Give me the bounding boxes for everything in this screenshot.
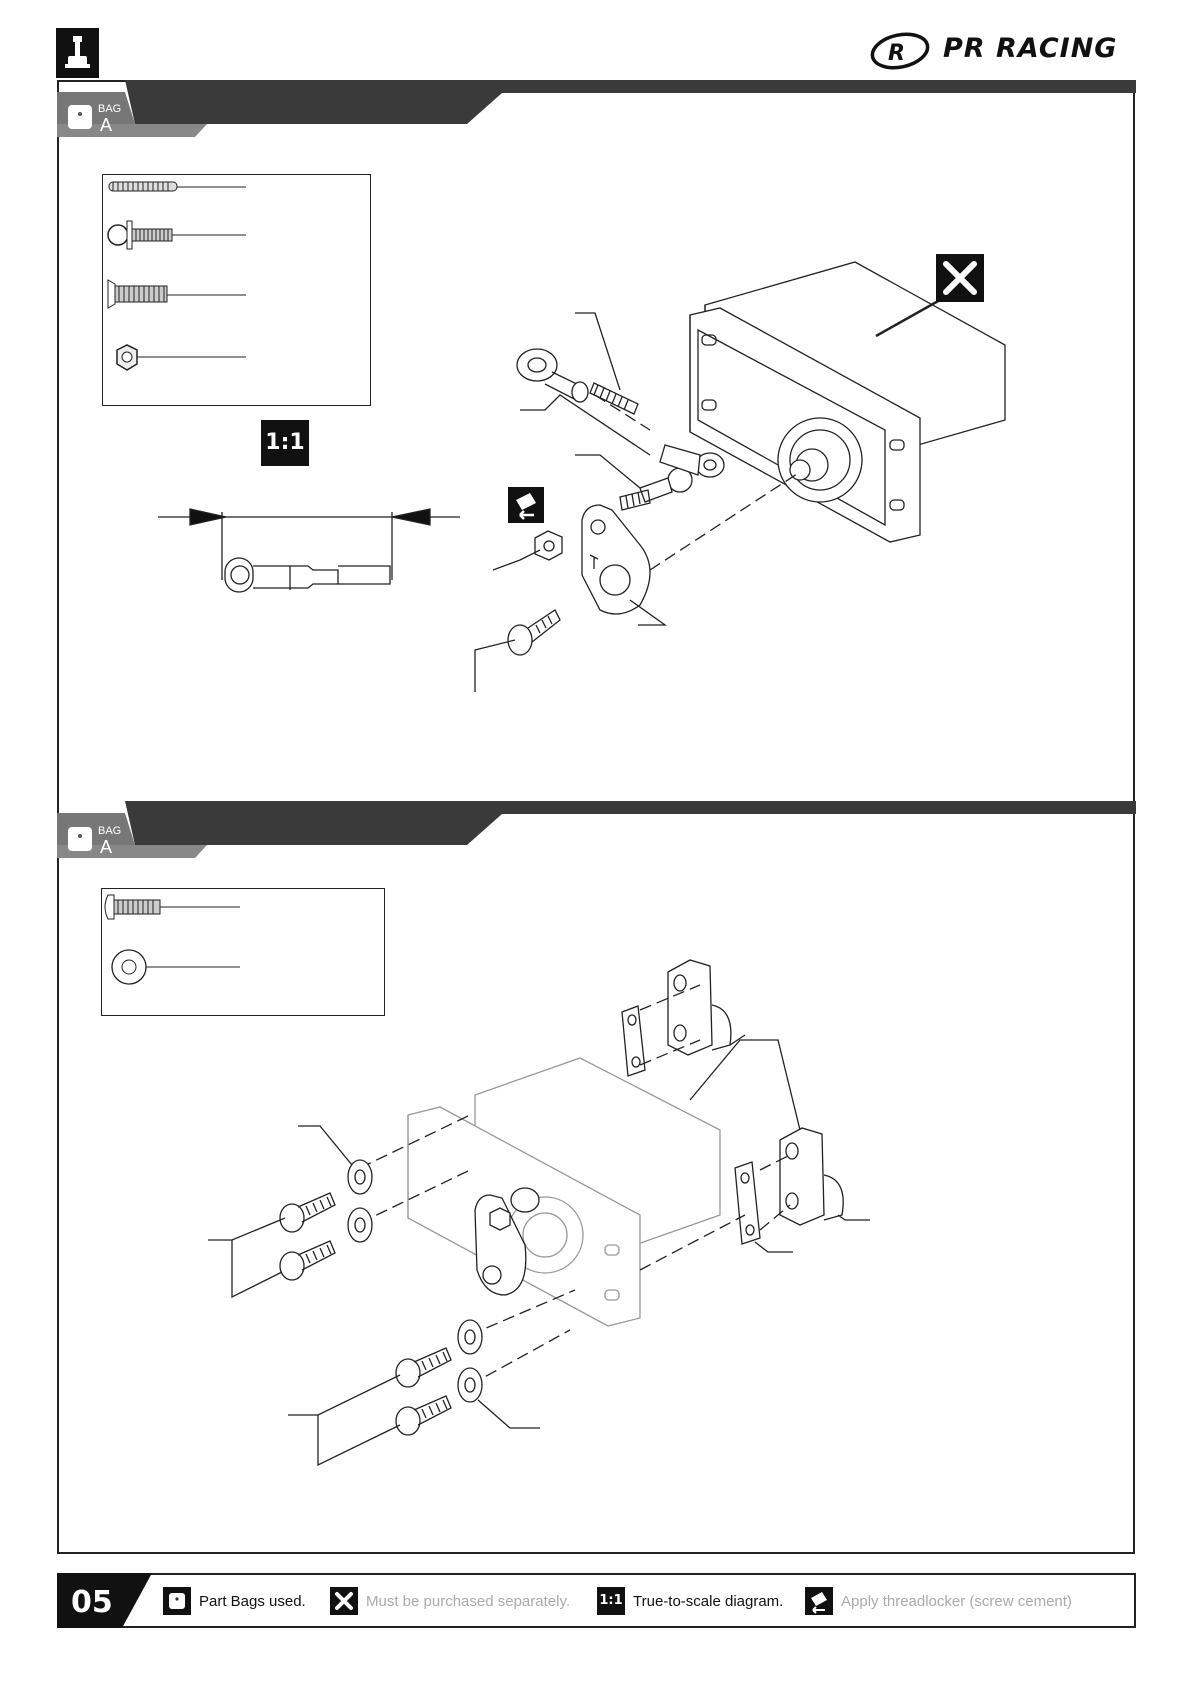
- scale-icon: 1:1: [597, 1587, 625, 1615]
- lower-mount-block: [780, 1128, 843, 1225]
- legend-text-bags: Part Bags used.: [199, 1593, 306, 1610]
- threadlocker-legend-icon: [805, 1587, 833, 1615]
- page-number-tab: 05: [57, 1573, 157, 1628]
- legend-text-threadlocker: Apply threadlocker (screw cement): [841, 1593, 1072, 1610]
- legend-item-bags: Part Bags used.: [163, 1586, 306, 1616]
- legend-text-scale: True-to-scale diagram.: [633, 1593, 783, 1610]
- upper-mount-block: [668, 960, 745, 1055]
- servo-horn-assembly-diagram: [0, 0, 1192, 800]
- bag-icon: [163, 1587, 191, 1615]
- lower-shim-plate: [735, 1162, 760, 1244]
- servo-body: [690, 262, 1005, 542]
- ball-stud: [620, 468, 692, 510]
- legend-text-not-included: Must be purchased separately.: [366, 1593, 570, 1610]
- servo-mount-assembly-diagram: [0, 880, 1192, 1480]
- upper-shim-plate: [622, 1006, 645, 1076]
- not-included-x-icon: [936, 254, 984, 302]
- rod-end-scale-drawing: [158, 509, 460, 592]
- threaded-rod: [590, 383, 638, 414]
- page-number: 05: [71, 1585, 113, 1620]
- threadlocker-icon: [508, 487, 544, 523]
- countersunk-screw: [508, 610, 560, 655]
- x-icon: [330, 1587, 358, 1615]
- servo-body-faded: [408, 1058, 720, 1326]
- step-banner-2: [57, 801, 1136, 861]
- bag-label-2: BAG: [98, 825, 121, 837]
- bag-letter-2: A: [100, 837, 112, 856]
- legend-item-threadlocker: Apply threadlocker (screw cement): [805, 1586, 1072, 1616]
- bag-badge-2: BAG A: [64, 822, 124, 858]
- legend-item-not-included: Must be purchased separately.: [330, 1586, 570, 1616]
- nut-part: [535, 531, 562, 560]
- servo-horn: [582, 505, 650, 614]
- legend-item-scale: 1:1 True-to-scale diagram.: [597, 1586, 783, 1616]
